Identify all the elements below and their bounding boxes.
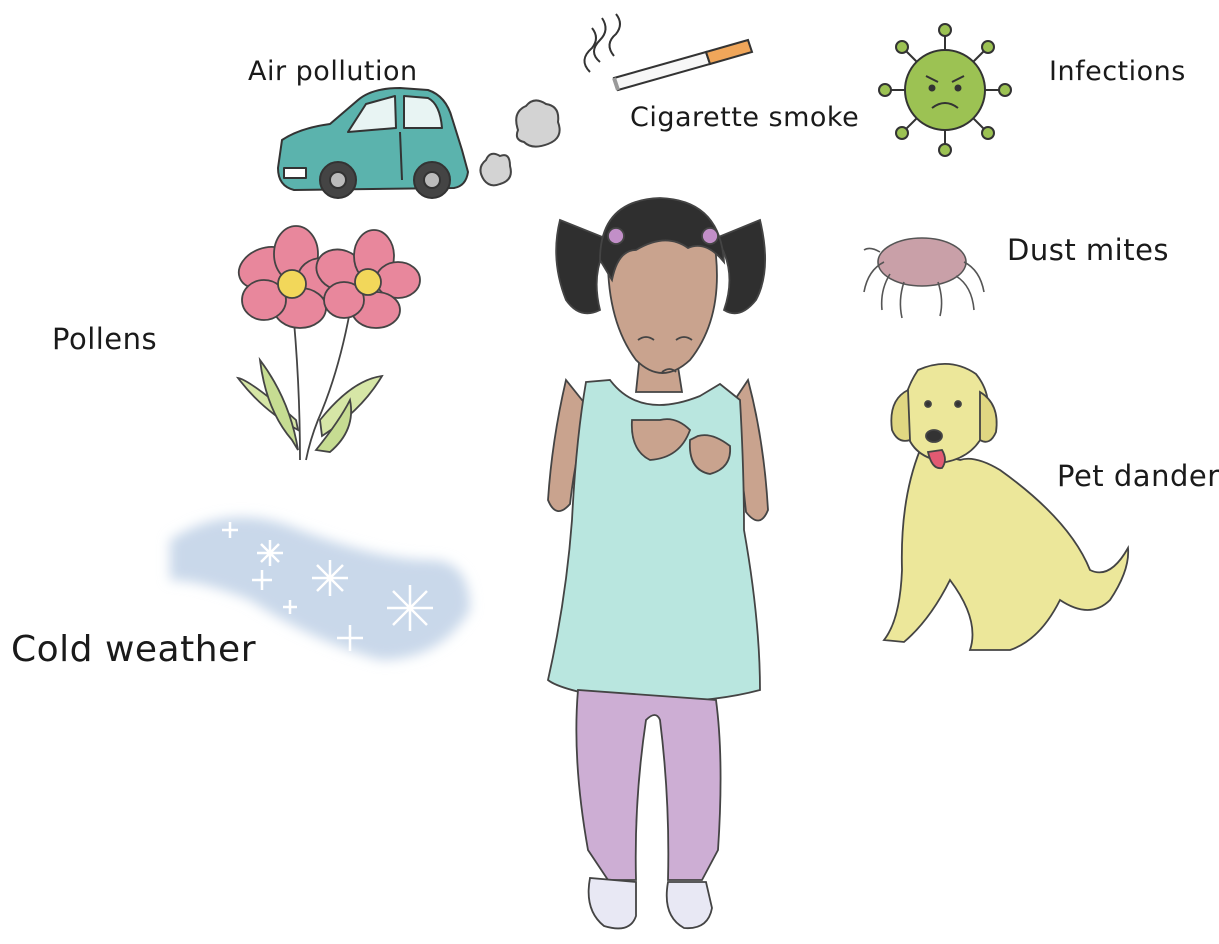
dog-icon: [884, 364, 1128, 650]
girl-illustration: [548, 198, 768, 928]
dust-mite-icon: [864, 238, 984, 318]
cigarette-icon: [584, 14, 752, 90]
smoke-cloud-icon: [480, 100, 559, 185]
flower-icon: [233, 226, 420, 460]
cold-wind-icon: [170, 517, 470, 660]
car-icon: [278, 88, 468, 198]
virus-icon: [879, 24, 1011, 156]
